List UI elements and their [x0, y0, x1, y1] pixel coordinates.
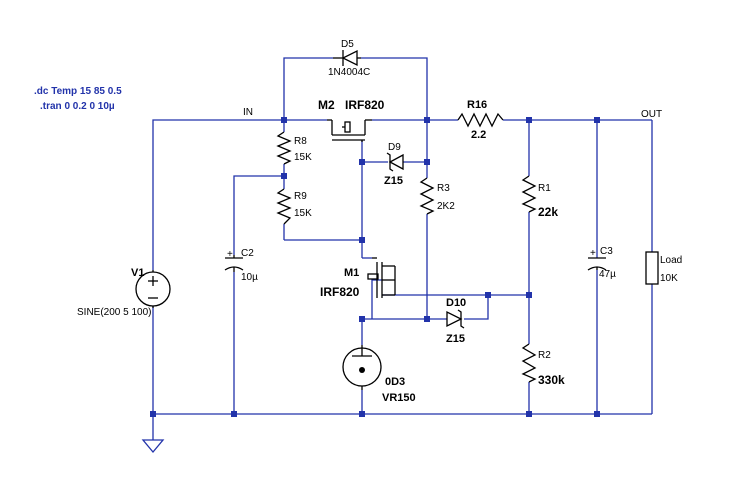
- wire-d10-right: [464, 295, 489, 320]
- c3-value: 47µ: [599, 269, 616, 280]
- d10-value: Z15: [446, 333, 465, 345]
- junction-dot: [485, 292, 491, 298]
- voltage-source-v1[interactable]: V1 SINE(200 5 100): [77, 267, 171, 318]
- capacitor-c2[interactable]: + C2 10µ: [224, 248, 258, 283]
- resistor-load[interactable]: Load 10K: [645, 251, 682, 285]
- c3-polarity: +: [590, 248, 596, 259]
- r2-name: R2: [538, 350, 551, 361]
- junction-dot: [359, 411, 365, 417]
- d5-value: 1N4004C: [328, 67, 370, 78]
- v1-value: SINE(200 5 100): [77, 307, 152, 318]
- tran-directive[interactable]: .tran 0 0.2 0 10µ: [40, 101, 115, 112]
- junction-dot: [359, 237, 365, 243]
- dc-directive[interactable]: .dc Temp 15 85 0.5: [34, 86, 122, 97]
- junction-dot: [281, 173, 287, 179]
- junction-dot: [424, 117, 430, 123]
- m2-name: M2: [318, 98, 335, 112]
- r9-name: R9: [294, 191, 307, 202]
- c2-name: C2: [241, 248, 254, 259]
- m1-value: IRF820: [320, 285, 360, 299]
- ground-symbol[interactable]: [141, 439, 165, 454]
- junction-dot: [359, 159, 365, 165]
- m1-name: M1: [344, 267, 359, 279]
- junction-dot: [231, 411, 237, 417]
- r9-value: 15K: [294, 208, 312, 219]
- v1-name: V1: [131, 267, 144, 279]
- od3-value: VR150: [382, 392, 416, 404]
- r3-name: R3: [437, 183, 450, 194]
- d5-name: D5: [341, 39, 354, 50]
- wire-m1-source: [371, 279, 382, 319]
- gas-tube-od3[interactable]: 0D3 VR150: [342, 345, 416, 404]
- wire-c2-top: [233, 175, 284, 255]
- zener-d10[interactable]: D10 Z15: [446, 297, 466, 345]
- junction-dot: [150, 411, 156, 417]
- m2-value: IRF820: [345, 98, 385, 112]
- resistor-r16[interactable]: R16 2.2: [457, 99, 504, 141]
- junction-dot: [359, 316, 365, 322]
- r3-value: 2K2: [437, 201, 455, 212]
- resistor-r2[interactable]: R2 330k: [521, 343, 565, 387]
- net-label-in: IN: [243, 107, 253, 118]
- junction-dot: [526, 117, 532, 123]
- r16-name: R16: [467, 99, 487, 111]
- net-label-out: OUT: [641, 109, 662, 120]
- junction-dot: [526, 411, 532, 417]
- load-name: Load: [660, 255, 682, 266]
- load-value: 10K: [660, 273, 678, 284]
- r2-value: 330k: [538, 373, 565, 387]
- d10-name: D10: [446, 297, 466, 309]
- wire-d5-right: [361, 57, 428, 120]
- junction-dot: [594, 411, 600, 417]
- od3-name: 0D3: [385, 376, 405, 388]
- d9-value: Z15: [384, 175, 403, 187]
- junction-dot: [424, 159, 430, 165]
- junction-dot: [526, 292, 532, 298]
- c2-value: 10µ: [241, 272, 258, 283]
- mosfet-m2[interactable]: M2 IRF820: [318, 98, 385, 142]
- wire-d5-left: [283, 57, 333, 120]
- capacitor-c3[interactable]: + C3 47µ: [587, 246, 616, 280]
- r8-name: R8: [294, 136, 307, 147]
- zener-d9[interactable]: D9 Z15: [384, 142, 404, 187]
- junction-dot: [281, 117, 287, 123]
- wire-in-rail: [152, 119, 327, 270]
- junctions: [150, 117, 600, 417]
- resistor-r1[interactable]: R1 22k: [521, 175, 558, 219]
- diode-d5[interactable]: D5 1N4004C: [328, 39, 370, 78]
- r1-name: R1: [538, 183, 551, 194]
- junction-dot: [594, 117, 600, 123]
- mosfet-m1[interactable]: M1 IRF820: [320, 257, 396, 299]
- r16-value: 2.2: [471, 129, 486, 141]
- resistor-r8[interactable]: R8 15K: [276, 131, 312, 165]
- ground-triangle: [141, 439, 165, 454]
- d9-name: D9: [388, 142, 401, 153]
- resistor-r3[interactable]: R3 2K2: [419, 177, 455, 215]
- resistor-r9[interactable]: R9 15K: [276, 188, 312, 225]
- c2-polarity: +: [227, 249, 233, 260]
- junction-dot: [424, 316, 430, 322]
- c3-name: C3: [600, 246, 613, 257]
- r8-value: 15K: [294, 152, 312, 163]
- r1-value: 22k: [538, 205, 558, 219]
